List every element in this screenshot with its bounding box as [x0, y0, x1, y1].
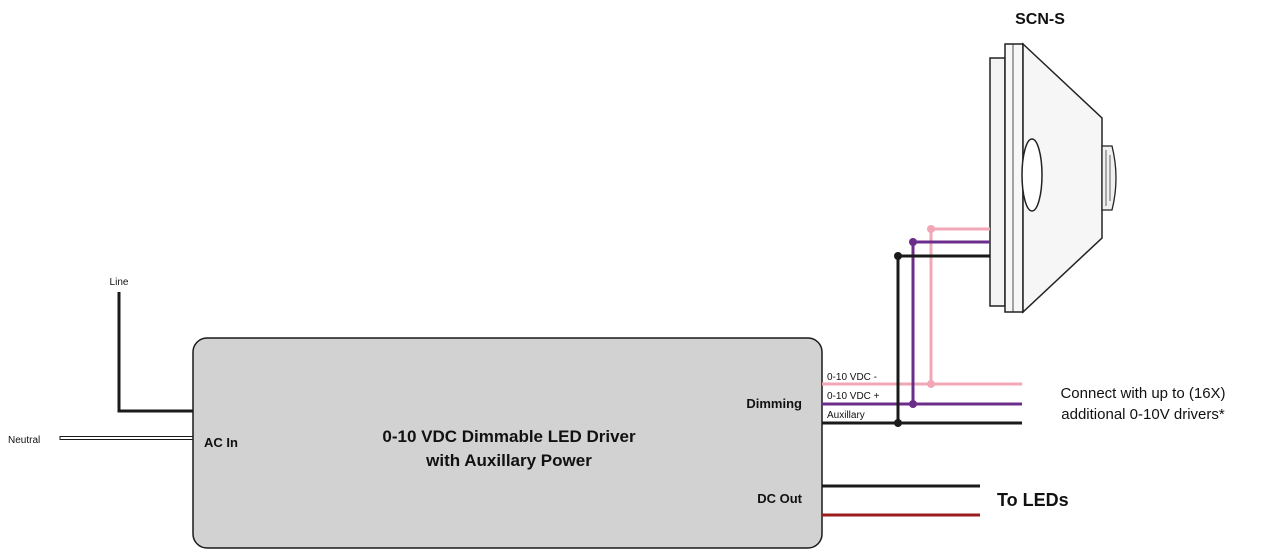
led-driver-box [192, 337, 823, 549]
neutral-wire [59, 436, 194, 440]
dimming-label: Dimming [746, 396, 802, 411]
junction-dim-minus-bottom [927, 380, 935, 388]
junction-dim-minus-top [927, 225, 935, 233]
scn-s-sensor [989, 42, 1117, 314]
dim-minus-label: 0-10 VDC - [827, 372, 877, 383]
dim-plus-riser [911, 240, 990, 404]
dim-minus-riser [929, 227, 990, 384]
junction-aux-bottom [894, 419, 902, 427]
dimming-wires [822, 225, 1022, 427]
aux-label: Auxillary [827, 410, 865, 421]
line-wire [117, 292, 193, 413]
to-leds-label: To LEDs [997, 490, 1069, 510]
line-label: Line [110, 277, 129, 288]
neutral-label: Neutral [8, 435, 40, 446]
driver-title-line2: with Auxillary Power [425, 451, 592, 470]
connect-note-line1: Connect with up to (16X) [1060, 385, 1225, 402]
junction-dim-plus-bottom [909, 400, 917, 408]
dc-out-label: DC Out [757, 491, 802, 506]
junction-aux-top [894, 252, 902, 260]
junction-dim-plus-top [909, 238, 917, 246]
driver-title-line1: 0-10 VDC Dimmable LED Driver [382, 427, 636, 446]
connect-note-line2: additional 0-10V drivers* [1061, 406, 1225, 423]
ac-in-label: AC In [204, 435, 238, 450]
dim-plus-label: 0-10 VDC + [827, 391, 880, 402]
sensor-title: SCN-S [1015, 11, 1065, 28]
